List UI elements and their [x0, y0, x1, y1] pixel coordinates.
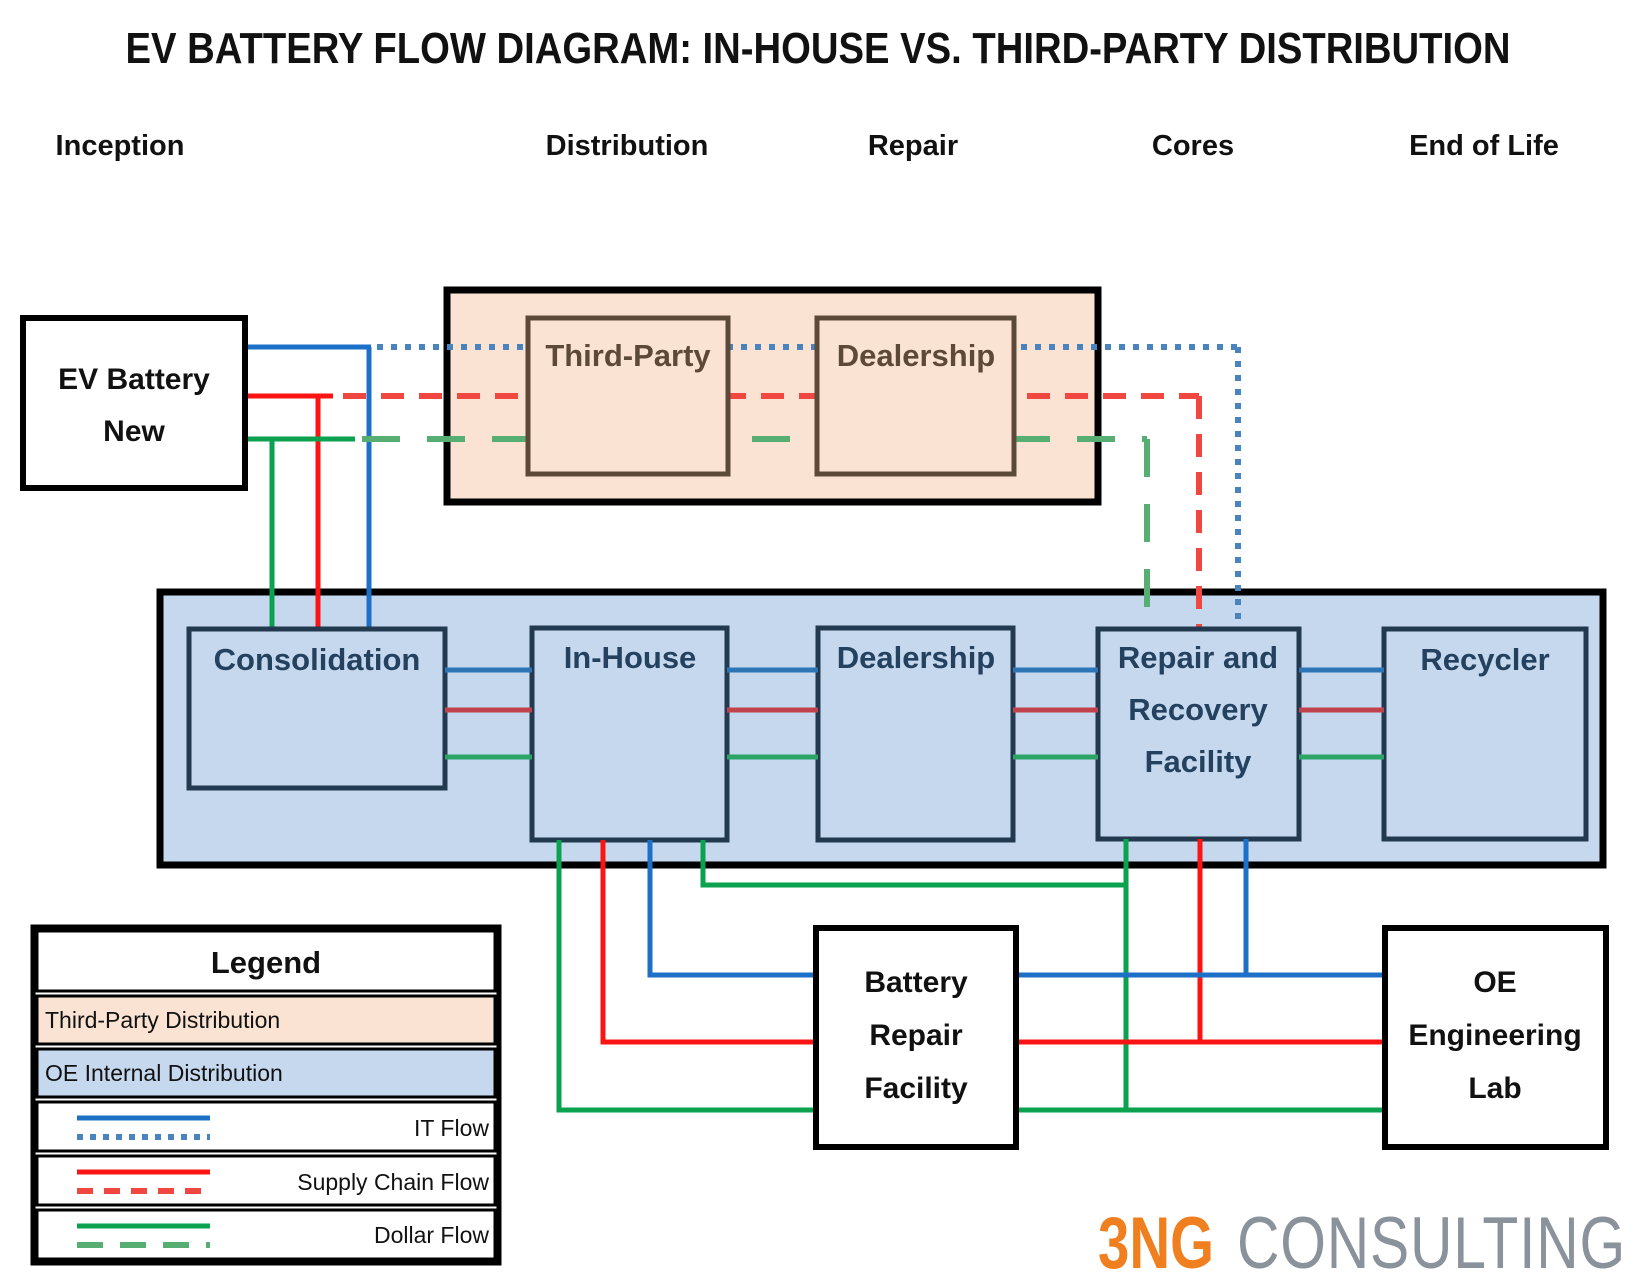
legend-row-oe-internal [35, 1047, 497, 1099]
column-header-repair: Repair [868, 130, 958, 162]
node-battery-repair-facility [813, 925, 1019, 1150]
repair-recovery-label-line2: Recovery [1128, 692, 1268, 727]
dollar-flow-line-inhouse-to-rrf-junction [700, 840, 1126, 888]
legend-row-it-flow [35, 1100, 497, 1153]
legend-label-dollar-flow: Dollar Flow [374, 1222, 489, 1248]
it-flow-lines [245, 344, 1241, 629]
legend-title: Legend [211, 945, 321, 980]
ev-battery-label-line2: New [103, 415, 165, 448]
supply-flow-line-inhouse-to-battery-repair [600, 840, 816, 1045]
battery-repair-label-line3: Facility [864, 1072, 968, 1105]
page-title: EV BATTERY FLOW DIAGRAM: IN-HOUSE VS. TH… [126, 24, 1511, 73]
dealership-oe-label: Dealership [837, 640, 996, 675]
column-header-inception: Inception [56, 130, 185, 162]
node-recycler [1381, 626, 1589, 842]
legend-row-dollar-flow [35, 1208, 497, 1261]
repair-recovery-label-line3: Facility [1145, 744, 1253, 779]
it-flow-line-inhouse-to-battery-repair [647, 840, 816, 978]
column-header-end-of-life: End of Life [1409, 130, 1559, 162]
bottom-flow-lines [556, 839, 1385, 1113]
legend-title-row [35, 929, 497, 993]
repair-recovery-label-line1: Repair and [1118, 640, 1278, 675]
legend: Legend Third-Party Distribution OE Inter… [30, 924, 502, 1266]
column-headers: Inception Distribution Repair Cores End … [56, 130, 1559, 162]
node-dealership-oe [815, 625, 1016, 843]
oe-lab-label-line3: Lab [1468, 1072, 1521, 1105]
legend-label-third-party: Third-Party Distribution [45, 1007, 280, 1033]
in-house-label: In-House [564, 640, 697, 675]
oe-internal-connectors [445, 667, 1384, 760]
company-logo: 3NG CONSULTING [1098, 1203, 1626, 1275]
node-ev-battery-new [20, 315, 248, 491]
oe-lab-label-line1: OE [1473, 966, 1516, 999]
supply-chain-flow-lines [245, 393, 1202, 629]
battery-repair-label-line2: Repair [869, 1019, 963, 1052]
dealership-third-party-label: Dealership [837, 338, 996, 373]
consolidation-label: Consolidation [214, 642, 421, 677]
oe-lab-label-line2: Engineering [1408, 1019, 1581, 1052]
dollar-flow-line-inhouse-to-battery-repair [556, 840, 816, 1113]
battery-repair-label-line1: Battery [864, 966, 968, 999]
legend-label-supply-chain-flow: Supply Chain Flow [297, 1169, 489, 1195]
legend-label-it-flow: IT Flow [414, 1115, 489, 1141]
recycler-label: Recycler [1420, 642, 1549, 677]
column-header-cores: Cores [1152, 130, 1234, 162]
node-in-house [529, 625, 730, 843]
node-oe-engineering-lab [1382, 925, 1609, 1150]
column-header-distribution: Distribution [546, 130, 709, 162]
logo-consulting-text: CONSULTING [1237, 1203, 1626, 1275]
ev-battery-label-line1: EV Battery [58, 363, 210, 396]
node-third-party [525, 315, 731, 477]
node-consolidation [186, 626, 448, 791]
legend-row-third-party [35, 994, 497, 1046]
third-party-label: Third-Party [545, 338, 711, 373]
legend-label-oe-internal: OE Internal Distribution [45, 1060, 283, 1086]
legend-row-supply-chain-flow [35, 1154, 497, 1207]
node-dealership-third-party [814, 315, 1017, 477]
logo-brand-text: 3NG [1098, 1203, 1214, 1275]
